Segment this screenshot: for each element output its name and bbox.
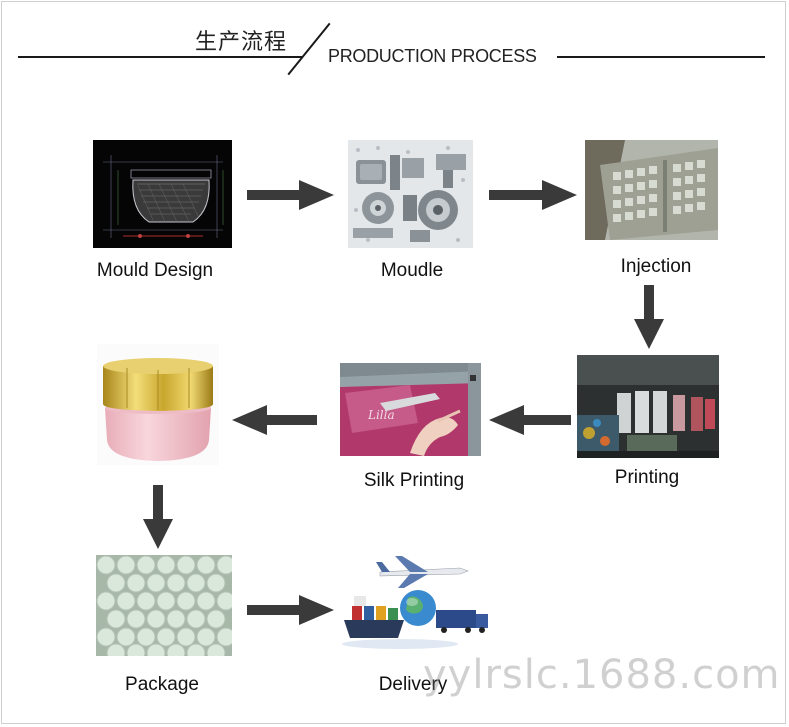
arrow-icon (634, 285, 664, 349)
silk-printing-image: Lilla (340, 363, 481, 456)
product-jar-image (97, 344, 219, 465)
moudle-image (348, 140, 473, 248)
package-image (96, 555, 232, 656)
mould-design-image (93, 140, 232, 248)
arrow-icon (489, 180, 577, 210)
delivery-image (340, 550, 490, 660)
title-english: PRODUCTION PROCESS (328, 46, 537, 66)
step-label-printing: Printing (614, 467, 680, 488)
watermark-text: yylrslc.1688.com (423, 652, 781, 698)
step-label-silk-printing: Silk Printing (363, 470, 465, 491)
step-label-mould-design: Mould Design (96, 260, 214, 281)
title-chinese: 生产流程 (195, 30, 288, 55)
arrow-icon (247, 180, 334, 210)
injection-image (585, 140, 718, 240)
header-line-right (557, 56, 765, 58)
arrow-icon (247, 595, 334, 625)
step-label-moudle: Moudle (380, 260, 444, 281)
svg-text:Lilla: Lilla (367, 408, 395, 422)
step-label-injection: Injection (620, 256, 692, 277)
arrow-icon (489, 405, 571, 435)
arrow-icon (143, 485, 173, 549)
step-label-delivery: Delivery (378, 674, 448, 695)
step-label-package: Package (125, 674, 199, 695)
arrow-icon (232, 405, 317, 435)
header-line-left (18, 56, 303, 58)
printing-image (577, 355, 719, 458)
